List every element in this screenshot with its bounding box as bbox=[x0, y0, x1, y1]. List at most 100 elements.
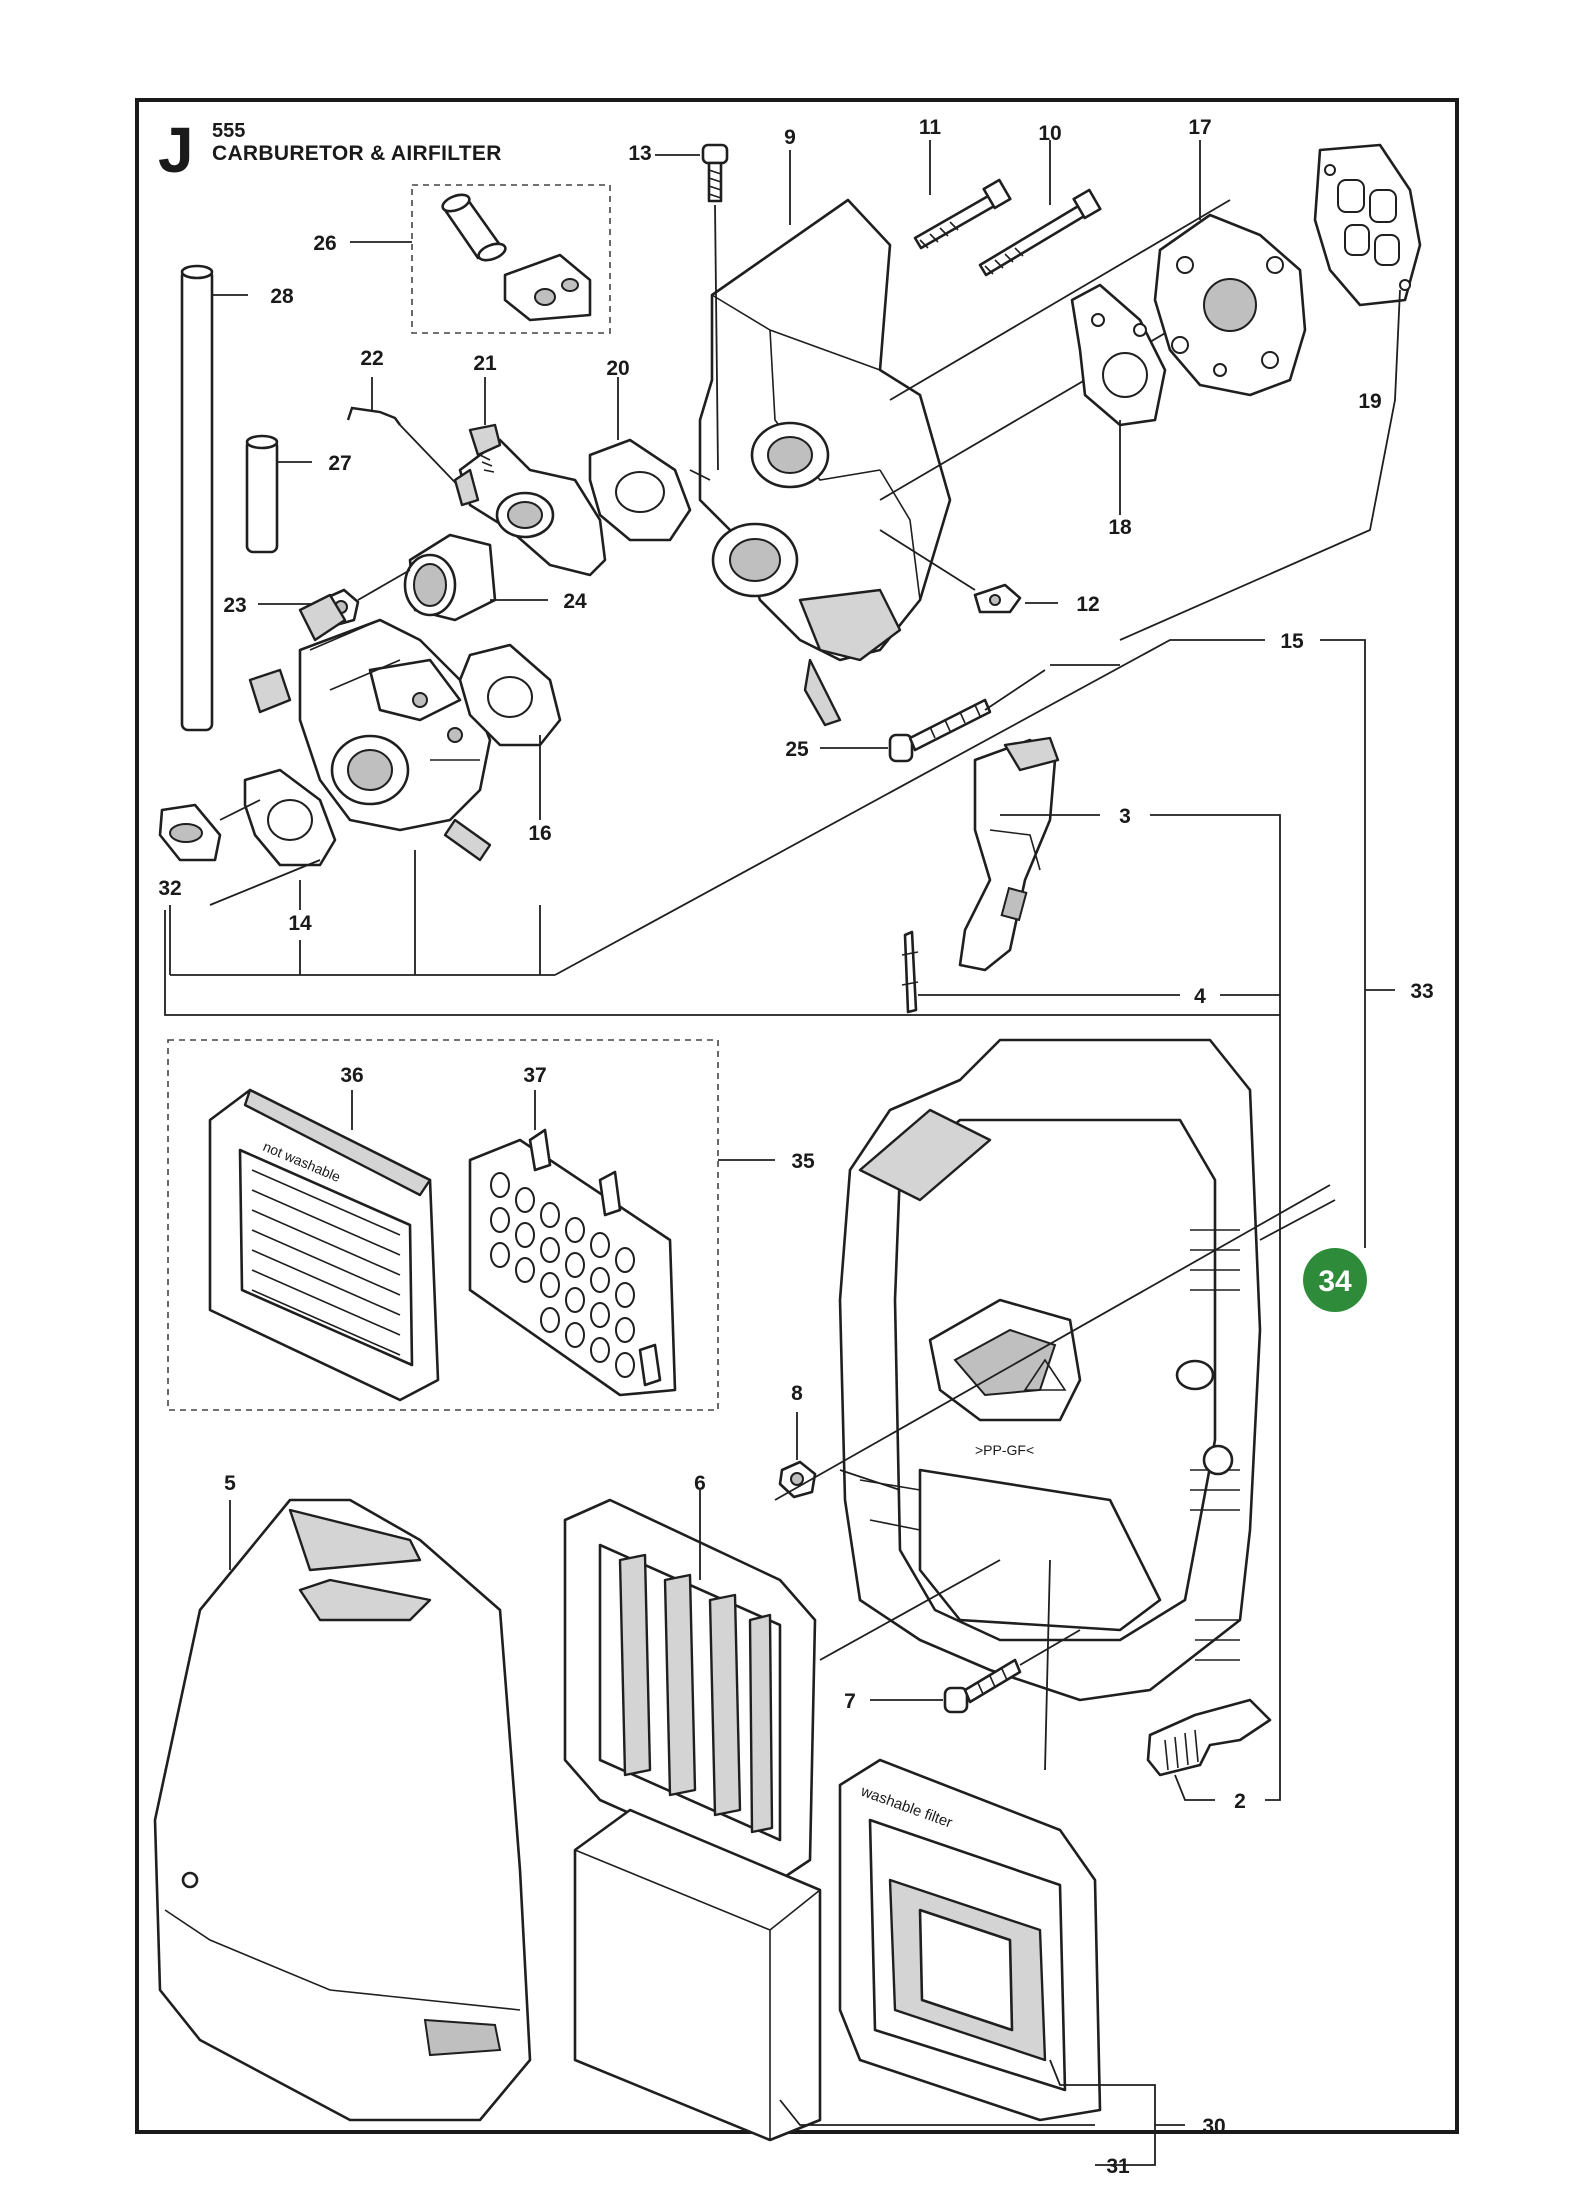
label-31: 31 bbox=[1106, 2155, 1130, 2178]
label-6: 6 bbox=[694, 1472, 706, 1495]
screw-part-13 bbox=[701, 143, 729, 203]
screw-part-25 bbox=[888, 698, 992, 763]
leader-6-axis bbox=[819, 1559, 1001, 1661]
cover-part-5 bbox=[153, 1498, 532, 2122]
bracket-lower bbox=[164, 910, 1280, 1016]
label-10: 10 bbox=[1038, 122, 1061, 145]
screw-part-7 bbox=[943, 1658, 1022, 1714]
flange-part-17 bbox=[1153, 213, 1307, 397]
filter-part-30: washable filter bbox=[838, 1758, 1102, 2122]
bolt-part-10 bbox=[978, 188, 1102, 277]
bracket-16-ticks bbox=[299, 850, 541, 975]
label-33: 33 bbox=[1410, 980, 1433, 1003]
label-26: 26 bbox=[313, 232, 336, 255]
label-35: 35 bbox=[791, 1150, 815, 1173]
tube-part-27 bbox=[245, 434, 279, 554]
label-12: 12 bbox=[1076, 593, 1099, 616]
filter-part-36: not washable bbox=[208, 1088, 440, 1402]
label-3: 3 bbox=[1119, 805, 1131, 828]
leader-2 bbox=[1174, 1774, 1215, 1801]
label-11: 11 bbox=[919, 116, 942, 139]
label-27: 27 bbox=[328, 452, 351, 475]
bracket-15-right bbox=[1320, 639, 1366, 1245]
leader-30-axis bbox=[1044, 1559, 1051, 1771]
prefilter-part-6 bbox=[563, 1498, 817, 1882]
label-15: 15 bbox=[1280, 630, 1304, 653]
diagram-frame bbox=[135, 98, 1459, 2134]
section-title: CARBURETOR & AIRFILTER bbox=[212, 142, 502, 165]
kit-box-26 bbox=[411, 184, 611, 334]
label-18: 18 bbox=[1108, 516, 1132, 539]
filter-housing: >PP-GF< bbox=[838, 1038, 1262, 1702]
label-4: 4 bbox=[1194, 985, 1206, 1008]
gasket-part-20 bbox=[588, 438, 692, 542]
label-5: 5 bbox=[224, 1472, 236, 1495]
bushing-part-26 bbox=[503, 253, 592, 322]
ring-part-24 bbox=[403, 533, 497, 622]
leader-8-axis bbox=[774, 1184, 1331, 1501]
section-letter: J bbox=[158, 114, 194, 186]
axis-line-upper bbox=[889, 199, 1231, 401]
plate-part-32 bbox=[158, 803, 222, 862]
callout-34-badge[interactable] bbox=[1303, 1248, 1367, 1312]
gasket-part-19 bbox=[1313, 143, 1422, 307]
leader-20-axis bbox=[689, 469, 711, 481]
pin-part-26 bbox=[441, 193, 507, 262]
label-2: 2 bbox=[1234, 1790, 1246, 1813]
leader-15 bbox=[554, 639, 1265, 976]
label-9: 9 bbox=[784, 126, 796, 149]
clip-part-22 bbox=[346, 406, 401, 426]
choke-part-21 bbox=[453, 423, 607, 577]
kit-box-35 bbox=[167, 1039, 719, 1411]
tube-part-28 bbox=[180, 264, 214, 732]
label-25: 25 bbox=[785, 738, 809, 761]
leader-8-ref bbox=[839, 1469, 901, 1491]
grid-part-37 bbox=[468, 1128, 677, 1397]
label-19: 19 bbox=[1358, 390, 1381, 413]
callout-34-label: 34 bbox=[1318, 1265, 1352, 1298]
gasket-part-14 bbox=[243, 768, 337, 867]
leader-12-axis bbox=[879, 529, 976, 591]
carburetor-part-16 bbox=[248, 593, 492, 862]
label-24: 24 bbox=[563, 590, 587, 613]
label-13: 13 bbox=[628, 142, 651, 165]
intake-bracket-part-9 bbox=[698, 198, 952, 727]
label-37: 37 bbox=[523, 1064, 546, 1087]
leader-13-axis bbox=[714, 204, 719, 471]
label-20: 20 bbox=[606, 357, 629, 380]
label-28: 28 bbox=[270, 285, 294, 308]
nut-part-8 bbox=[778, 1460, 817, 1499]
label-32: 32 bbox=[158, 877, 181, 900]
leader-34 bbox=[1259, 1199, 1336, 1241]
label-8: 8 bbox=[791, 1382, 803, 1405]
leader-19 bbox=[1119, 289, 1401, 641]
housing-material-text: >PP-GF< bbox=[975, 1442, 1034, 1458]
callout-34[interactable]: 34 bbox=[1303, 1248, 1367, 1312]
label-30: 30 bbox=[1202, 2115, 1225, 2138]
clip-part-4 bbox=[901, 930, 919, 1014]
model-number: 555 bbox=[212, 120, 246, 142]
label-22: 22 bbox=[360, 347, 383, 370]
label-16: 16 bbox=[528, 822, 551, 845]
label-36: 36 bbox=[340, 1064, 363, 1087]
leader-32-axis bbox=[219, 799, 261, 821]
leader-31 bbox=[779, 2099, 1095, 2126]
leader-7-axis bbox=[1019, 1629, 1081, 1666]
gasket-part-16 bbox=[458, 643, 562, 747]
label-23: 23 bbox=[223, 594, 246, 617]
label-17: 17 bbox=[1188, 116, 1211, 139]
label-14: 14 bbox=[288, 912, 312, 935]
nut-part-12 bbox=[973, 583, 1022, 614]
leader-14-axis bbox=[209, 859, 321, 906]
latch-part-2 bbox=[1146, 1698, 1272, 1777]
label-21: 21 bbox=[473, 352, 497, 375]
leader-23-axis bbox=[357, 569, 411, 601]
bracket-30 bbox=[1049, 2059, 1156, 2166]
gasket-part-18 bbox=[1070, 283, 1167, 427]
label-7: 7 bbox=[844, 1690, 856, 1713]
deflector-part-3 bbox=[958, 736, 1060, 972]
foam-part-31 bbox=[573, 1808, 822, 2142]
bracket-3 bbox=[1150, 814, 1281, 1801]
bolt-part-11 bbox=[913, 178, 1012, 250]
